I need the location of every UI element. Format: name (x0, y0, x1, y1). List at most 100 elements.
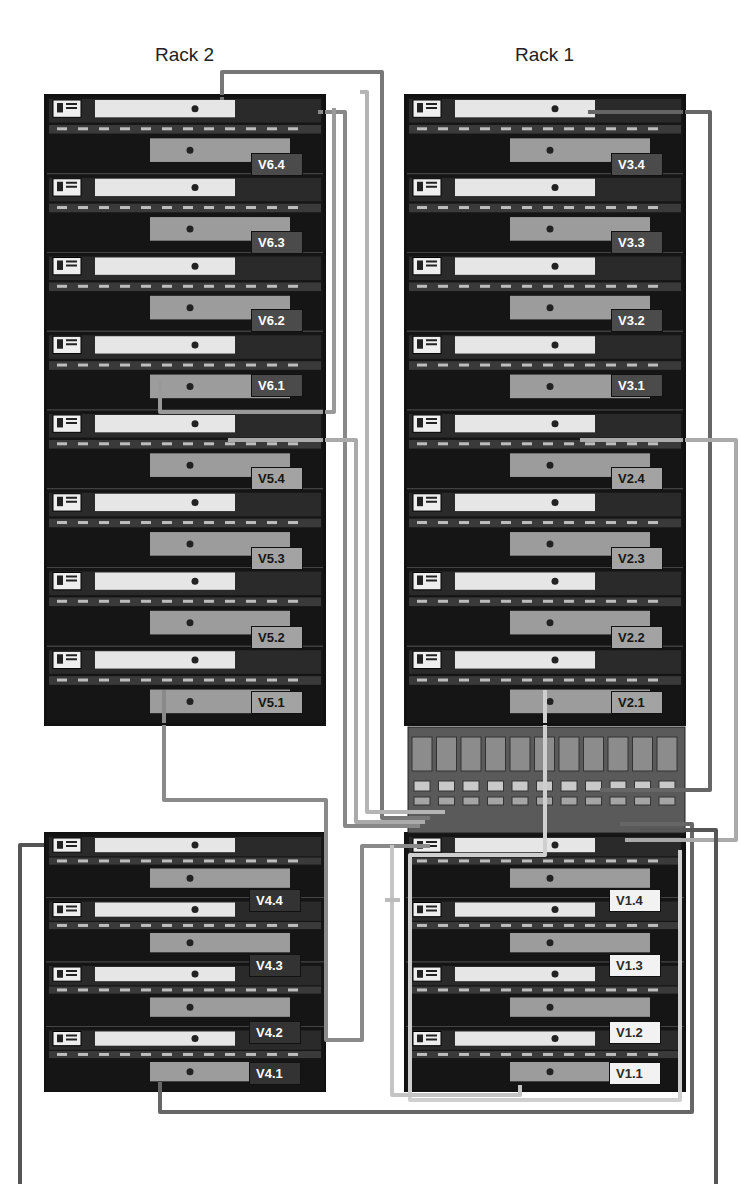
chassis-part (552, 184, 559, 191)
chassis-part (66, 339, 77, 341)
chassis-part (183, 988, 193, 991)
front-panel (150, 997, 290, 1016)
chassis-part (57, 497, 63, 506)
server-label: V2.1 (611, 691, 663, 714)
chassis-part (543, 600, 553, 603)
chassis-part (417, 576, 423, 585)
chassis-part (585, 988, 595, 991)
chassis-part (417, 970, 423, 978)
chassis-part (606, 364, 616, 367)
drive-bay (95, 1032, 235, 1046)
chassis-part (438, 127, 448, 130)
switch-module (608, 737, 628, 771)
chassis-part (627, 679, 637, 682)
chassis-part (49, 572, 321, 596)
chassis-part (66, 107, 77, 109)
chassis-part (246, 206, 256, 209)
chassis-part (409, 361, 681, 370)
chassis-part (162, 679, 172, 682)
chassis-part (552, 1035, 559, 1042)
chassis-part (417, 924, 427, 927)
status-icon (413, 967, 441, 981)
drive-bay (95, 651, 235, 668)
chassis-part (288, 1053, 298, 1056)
chassis-part (426, 261, 437, 263)
chassis-part (543, 127, 553, 130)
cable (20, 845, 44, 1184)
server-unit (405, 489, 685, 568)
chassis-part (78, 679, 88, 682)
rack: Rack 1V3.4V3.3V3.2V3.1V2.4V2.3V2.2V2.1 (405, 95, 685, 725)
chassis-part (480, 600, 490, 603)
chassis-part (648, 924, 658, 927)
status-icon (413, 258, 441, 275)
chassis-part (66, 182, 77, 184)
switch-port (512, 781, 528, 791)
drive-bay (455, 838, 595, 852)
chassis-part (438, 988, 448, 991)
chassis-part (66, 343, 77, 345)
cable (385, 898, 400, 902)
chassis-part (192, 499, 199, 506)
chassis-part (187, 304, 194, 311)
chassis-part (246, 127, 256, 130)
chassis-part (57, 261, 63, 270)
chassis-part (480, 521, 490, 524)
chassis-part (417, 285, 427, 288)
chassis-part (417, 442, 427, 445)
chassis-part (120, 600, 130, 603)
chassis-part (204, 442, 214, 445)
drive-bay (95, 100, 235, 117)
server-label: V5.2 (251, 626, 303, 649)
chassis-part (438, 285, 448, 288)
chassis-part (585, 679, 595, 682)
chassis-part (49, 282, 321, 291)
chassis-part (585, 285, 595, 288)
chassis-part (585, 127, 595, 130)
chassis-part (426, 103, 437, 105)
chassis-part (141, 988, 151, 991)
server-label-text: V4.3 (256, 958, 283, 973)
chassis-part (426, 343, 437, 345)
chassis-part (648, 364, 658, 367)
server-label: V4.2 (249, 1021, 301, 1044)
chassis-part (66, 1039, 77, 1041)
chassis-part (426, 906, 437, 908)
chassis-part (480, 1053, 490, 1056)
server-label: V3.2 (611, 309, 663, 332)
server-label: V6.4 (251, 153, 303, 176)
chassis-part (606, 600, 616, 603)
chassis-part (459, 364, 469, 367)
chassis-part (225, 679, 235, 682)
chassis-part (480, 679, 490, 682)
chassis-part (225, 859, 235, 862)
server-unit (405, 95, 685, 174)
front-panel (510, 933, 650, 952)
server-unit (405, 331, 685, 410)
chassis-part (120, 924, 130, 927)
chassis-part (426, 418, 437, 420)
chassis-part (426, 497, 437, 499)
chassis-part (288, 127, 298, 130)
chassis-part (522, 206, 532, 209)
chassis-part (183, 859, 193, 862)
drive-bay (455, 494, 595, 511)
chassis-part (66, 1035, 77, 1037)
chassis-part (606, 1053, 616, 1056)
chassis-part (480, 285, 490, 288)
chassis-part (225, 924, 235, 927)
chassis-part (66, 501, 77, 503)
switch-module (657, 737, 677, 771)
chassis-part (627, 442, 637, 445)
chassis-part (204, 859, 214, 862)
chassis-part (204, 679, 214, 682)
switch-port (463, 797, 479, 805)
chassis-part (426, 970, 437, 972)
chassis-part (225, 988, 235, 991)
status-icon (413, 903, 441, 917)
chassis-part (438, 924, 448, 927)
chassis-part (522, 1053, 532, 1056)
chassis-part (141, 127, 151, 130)
chassis-part (501, 442, 511, 445)
chassis-part (225, 442, 235, 445)
